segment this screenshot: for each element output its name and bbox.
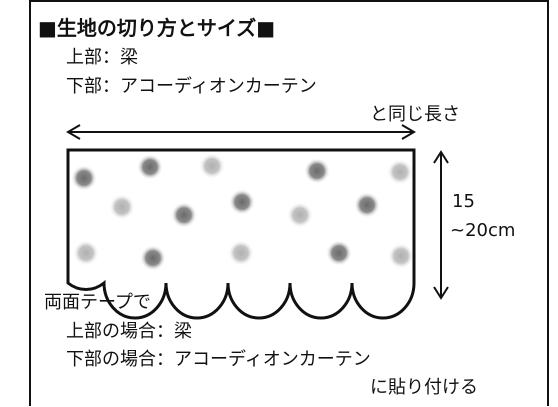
fabric-dot xyxy=(287,202,313,228)
fabric-dots xyxy=(71,153,414,271)
fabric-dot xyxy=(109,194,135,220)
diagram-frame xyxy=(29,0,549,406)
upper-part-label: 上部：梁 xyxy=(66,47,138,68)
fabric-dot xyxy=(354,192,380,218)
tape-title: 両面テープで xyxy=(44,292,151,313)
fabric-dot xyxy=(171,202,197,228)
fabric-dot xyxy=(140,245,166,271)
fabric-dot xyxy=(388,243,414,269)
fabric-dot xyxy=(387,159,413,185)
fabric-dot xyxy=(137,154,163,180)
fabric-outline xyxy=(66,148,416,320)
diagram-heading: ■生地の切り方とサイズ■ xyxy=(38,16,276,40)
lower-part-label: 下部：アコーディオンカーテン xyxy=(66,76,317,97)
tape-attach-label: に貼り付ける xyxy=(370,377,478,398)
fabric-dot xyxy=(304,158,330,184)
fabric-dot xyxy=(73,240,99,266)
tape-lower-case: 下部の場合：アコーディオンカーテン xyxy=(66,349,371,370)
fabric-dot xyxy=(228,240,254,266)
fabric-dot xyxy=(199,153,225,179)
same-length-label: と同じ長さ xyxy=(370,104,460,125)
width-arrow xyxy=(66,124,416,140)
height-arrow xyxy=(433,150,449,300)
fabric-dot xyxy=(71,165,97,191)
fabric-dot xyxy=(326,240,352,266)
height-value: 15 xyxy=(452,191,475,212)
frame-top-border xyxy=(29,0,549,2)
fabric-dot xyxy=(229,189,255,215)
height-unit: ~20cm xyxy=(450,220,516,241)
tape-upper-case: 上部の場合：梁 xyxy=(66,321,192,342)
